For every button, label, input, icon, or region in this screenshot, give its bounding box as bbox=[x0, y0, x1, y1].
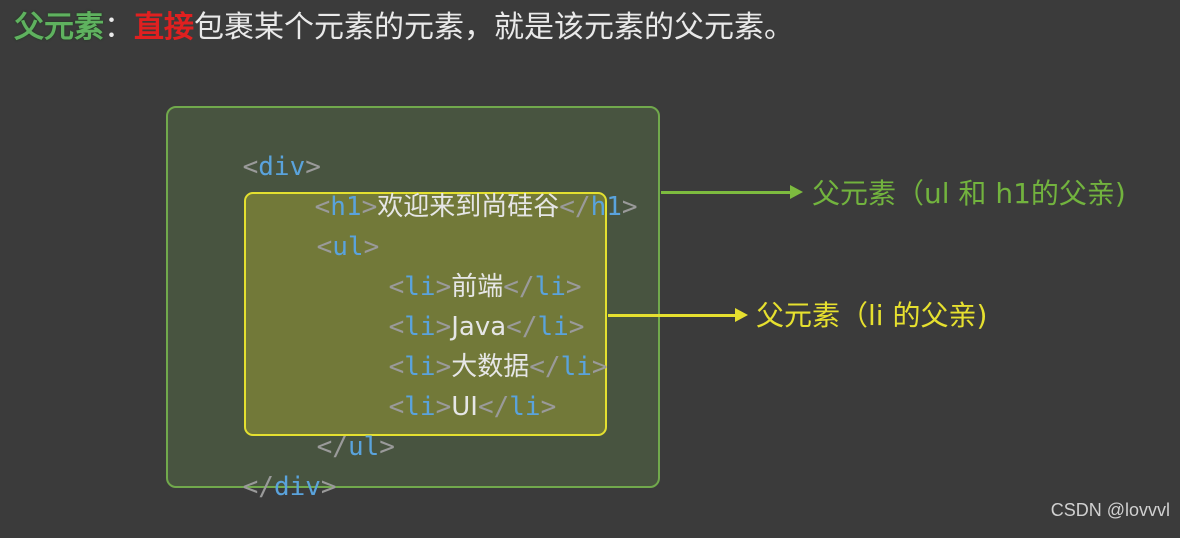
tag-name: ul bbox=[347, 432, 380, 462]
code-line-li: <li>Java</li> bbox=[326, 276, 585, 342]
green-arrow-icon bbox=[661, 185, 803, 199]
element-text: 大数据 bbox=[451, 352, 530, 382]
yellow-arrow-icon bbox=[608, 308, 748, 322]
code-line-li: <li>前端</li> bbox=[326, 236, 582, 302]
bracket: < bbox=[314, 192, 331, 222]
bracket: < bbox=[388, 312, 405, 342]
bracket: </ bbox=[503, 272, 535, 302]
tag-name: li bbox=[404, 272, 436, 302]
bracket: > bbox=[568, 312, 585, 342]
bracket: < bbox=[242, 152, 259, 182]
bracket: > bbox=[435, 312, 452, 342]
bracket: > bbox=[320, 472, 337, 502]
bracket: > bbox=[435, 272, 452, 302]
watermark: CSDN @lovvvl bbox=[1050, 500, 1170, 520]
bracket: > bbox=[435, 352, 452, 382]
tag-name: div bbox=[273, 472, 321, 502]
bracket: < bbox=[388, 392, 405, 422]
bracket: </ bbox=[316, 432, 348, 462]
bracket: < bbox=[388, 272, 405, 302]
tag-name: li bbox=[404, 392, 436, 422]
tag-name: li bbox=[509, 392, 541, 422]
heading-term: 父元素 bbox=[14, 10, 104, 45]
outer-parent-label: 父元素（ul 和 h1的父亲) bbox=[812, 177, 1126, 210]
heading-emphasis: 直接 bbox=[134, 10, 194, 45]
bracket: </ bbox=[242, 472, 274, 502]
code-line-li: <li>大数据</li> bbox=[326, 316, 608, 382]
tag-name: ul bbox=[332, 232, 364, 262]
element-text: 前端 bbox=[451, 272, 504, 302]
element-text: 欢迎来到尚硅谷 bbox=[377, 192, 560, 222]
element-text: UI bbox=[451, 392, 478, 422]
code-line-li: <li>UI</li> bbox=[326, 356, 557, 422]
bracket: < bbox=[388, 352, 405, 382]
tag-name: li bbox=[534, 272, 566, 302]
slide-heading: 父元素：直接包裹某个元素的元素，就是该元素的父元素。 bbox=[14, 8, 794, 48]
tag-name: li bbox=[404, 352, 436, 382]
tag-name: h1 bbox=[330, 192, 362, 222]
tag-name: li bbox=[404, 312, 436, 342]
ul-outline-box bbox=[244, 192, 607, 436]
tag-name: h1 bbox=[590, 192, 622, 222]
bracket: > bbox=[305, 152, 321, 182]
bracket: </ bbox=[477, 392, 510, 422]
bracket: > bbox=[540, 392, 557, 422]
code-line-div-close: </div> bbox=[180, 436, 337, 502]
element-text: Java bbox=[451, 312, 507, 342]
code-line-h1: <h1>欢迎来到尚硅谷</h1> bbox=[252, 156, 638, 222]
code-line-ul-open: <ul> bbox=[254, 196, 380, 262]
bracket: > bbox=[591, 352, 608, 382]
bracket: </ bbox=[529, 352, 561, 382]
code-line-div-open: <div> bbox=[180, 116, 321, 182]
tag-name: li bbox=[560, 352, 592, 382]
bracket: < bbox=[316, 232, 333, 262]
bracket: </ bbox=[506, 312, 538, 342]
bracket: > bbox=[379, 432, 395, 462]
bracket: > bbox=[361, 192, 378, 222]
bracket: > bbox=[621, 192, 638, 222]
bracket: > bbox=[363, 232, 380, 262]
bracket: > bbox=[565, 272, 582, 302]
bracket: </ bbox=[559, 192, 591, 222]
tag-name: div bbox=[258, 152, 306, 182]
heading-colon: ： bbox=[104, 10, 134, 45]
bracket: > bbox=[435, 392, 452, 422]
heading-rest: 包裹某个元素的元素，就是该元素的父元素。 bbox=[194, 10, 794, 45]
inner-parent-label: 父元素（li 的父亲) bbox=[756, 299, 988, 332]
tag-name: li bbox=[537, 312, 569, 342]
code-line-ul-close: </ul> bbox=[254, 396, 395, 462]
